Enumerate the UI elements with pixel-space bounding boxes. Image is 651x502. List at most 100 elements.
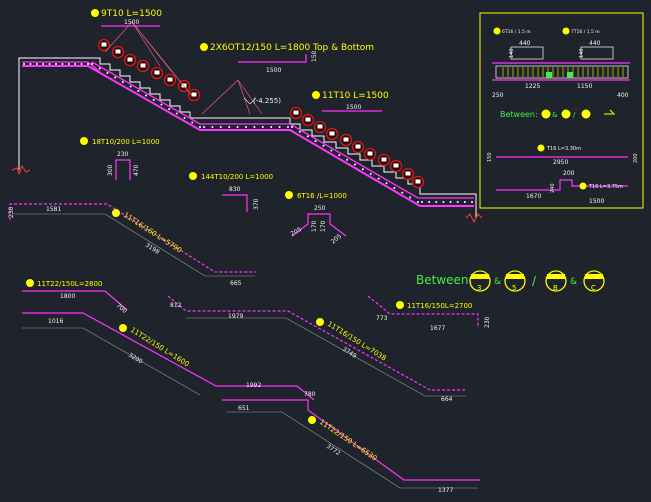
label-11t22-2800: 11T22/150L=2800	[37, 280, 102, 288]
bar-dot	[306, 135, 309, 138]
step-mark-square	[305, 117, 311, 122]
legend-mark-4-circle	[583, 270, 605, 292]
legend-mark-4-band	[585, 274, 603, 279]
inset-detail-panel: 6T16 / 1.5 m 7T16 / 1.5 m 440 440 140 14…	[479, 12, 644, 209]
mark-18t10-icon	[80, 137, 88, 145]
dim-9t10: 1500	[124, 19, 139, 26]
dim-6t16-m2: 170	[320, 220, 327, 232]
dim-144t10-v: 370	[253, 198, 260, 210]
bar-6t16: 6T16 /L=1000 250 205 170 170 205	[285, 191, 347, 246]
inset-bar-l330: T16 L=3.30m	[546, 146, 581, 152]
step-mark-square	[140, 63, 146, 68]
bar-dot	[421, 201, 423, 203]
step-mark-square	[127, 57, 133, 62]
dim-11t22-6530-651: 651	[238, 405, 250, 412]
inset-dim-1225: 1225	[525, 83, 540, 90]
label-11t16-7038: 11T16/150 L=7038	[326, 320, 388, 363]
label-11t22-6530: 11T22/150 L=6530	[318, 418, 379, 462]
bar-dot	[278, 126, 281, 128]
bar-dot	[80, 63, 83, 65]
dim-6t16-l: 205	[290, 226, 304, 238]
bar-dot	[137, 90, 140, 92]
bar-11t22-1600: 11T22/150 L=1600 1016 3200 1992 780	[22, 312, 316, 401]
mark-11t16-160-icon	[112, 209, 120, 217]
bar-2x6ot12-shape	[238, 54, 307, 63]
dim-11t22-1600-3200: 3200	[127, 352, 144, 366]
step-mark-square	[355, 144, 361, 149]
dim-144t10-h: 830	[229, 186, 241, 193]
bar-11t22-1600-dim	[22, 327, 201, 396]
bar-dot	[29, 63, 32, 65]
inset-label-right: 7T16 / 1.5 m	[571, 29, 600, 35]
step-mark-square	[329, 131, 335, 136]
between-label: Between:	[416, 273, 473, 287]
step-mark-square	[381, 157, 387, 162]
inset-dim-v-left: 140	[509, 48, 515, 58]
bar-dot	[35, 63, 38, 65]
inset-section-arrow-icon	[604, 109, 616, 115]
step-mark-square	[393, 163, 399, 168]
inset-mark-left-icon	[493, 27, 501, 35]
dim-6t16-top: 250	[314, 205, 326, 212]
main-stair-section: 9T10 L=1500 1500 2X6OT12/150 L=1800 Top …	[11, 9, 483, 224]
bar-dot	[175, 112, 178, 115]
right-support-break	[465, 213, 483, 224]
bar-dot	[106, 72, 109, 74]
bar-dot	[298, 130, 301, 133]
step-mark-square	[293, 110, 299, 115]
between-legend: Between: 3 & 5 / B & C	[416, 270, 605, 292]
inset-mark-right-icon	[562, 27, 570, 35]
bar-dot	[129, 85, 132, 88]
legend-mark-4: C	[583, 270, 605, 292]
dim-11t16-160-1581: 1581	[46, 206, 61, 213]
legend-mark-3-circle	[545, 270, 567, 292]
lower-flight-steps	[289, 118, 477, 218]
bar-dot	[377, 177, 380, 180]
dim-11t16-2700-230: 230	[484, 316, 491, 328]
bar-dot	[393, 186, 396, 189]
step-bar-marks	[97, 38, 425, 189]
inset-dim-1670: 1670	[526, 193, 541, 200]
inset-green-marker-2	[567, 72, 573, 78]
inset-beam-body	[495, 65, 629, 79]
bar-18t10-shape	[115, 159, 131, 180]
bar-11t22-2800: 11T22/150L=2800 1800 700	[22, 279, 128, 315]
inset-between-label: Between:	[500, 110, 538, 119]
dim-11t16-2700-773: 773	[376, 315, 388, 322]
inset-dim-440-left: 440	[519, 40, 531, 47]
bar-144t10: 144T10/200 L=1000 830 370	[189, 172, 273, 212]
bar-dot	[55, 63, 57, 65]
bar-18t10: 18T10/200 L=1000 230 300 470	[80, 137, 160, 180]
step-mark-square	[317, 124, 323, 129]
legend-mark-2-text: 5	[512, 284, 516, 292]
dim-11t22-1600-780: 780	[304, 391, 316, 398]
inset-mark-l330-icon	[537, 144, 545, 152]
step-mark-square	[405, 171, 411, 176]
bar-11t16-160: 11T16/160 L=5790 230 1581 3198 665	[8, 203, 256, 287]
inset-dim-250: 250	[492, 92, 504, 99]
legend-mark-2-band	[506, 274, 524, 279]
dim-11t16-160-3198: 3198	[144, 242, 161, 256]
label-11t10: 11T10 L=1500	[322, 91, 389, 101]
bar-11t16-7038-dim	[186, 317, 466, 397]
bar-dot	[42, 63, 45, 65]
inset-dim-1150: 1150	[577, 83, 592, 90]
inset-label-left: 6T16 / 1.5 m	[502, 29, 531, 35]
mark-11t16-2700-icon	[396, 301, 404, 309]
bar-144t10-shape	[222, 194, 248, 212]
bar-dot	[48, 63, 51, 65]
bar-dot	[361, 168, 364, 171]
bar-11t22-6530-dim	[226, 411, 478, 489]
leader-9t10	[104, 21, 193, 97]
bar-dot	[145, 94, 147, 97]
bar-11t16-7038: 11T16/150 L=7038 812 1979 3749 664	[167, 295, 466, 403]
bar-11t16-2700-shape	[367, 295, 479, 328]
mark-144t10-icon	[189, 172, 197, 180]
inset-axis-mark-3	[581, 109, 591, 119]
bar-dot	[152, 99, 155, 101]
bar-dot	[417, 201, 419, 203]
inset-axis-mark-1	[541, 109, 551, 119]
step-mark-square	[154, 70, 160, 75]
step-mark-square	[167, 77, 173, 82]
